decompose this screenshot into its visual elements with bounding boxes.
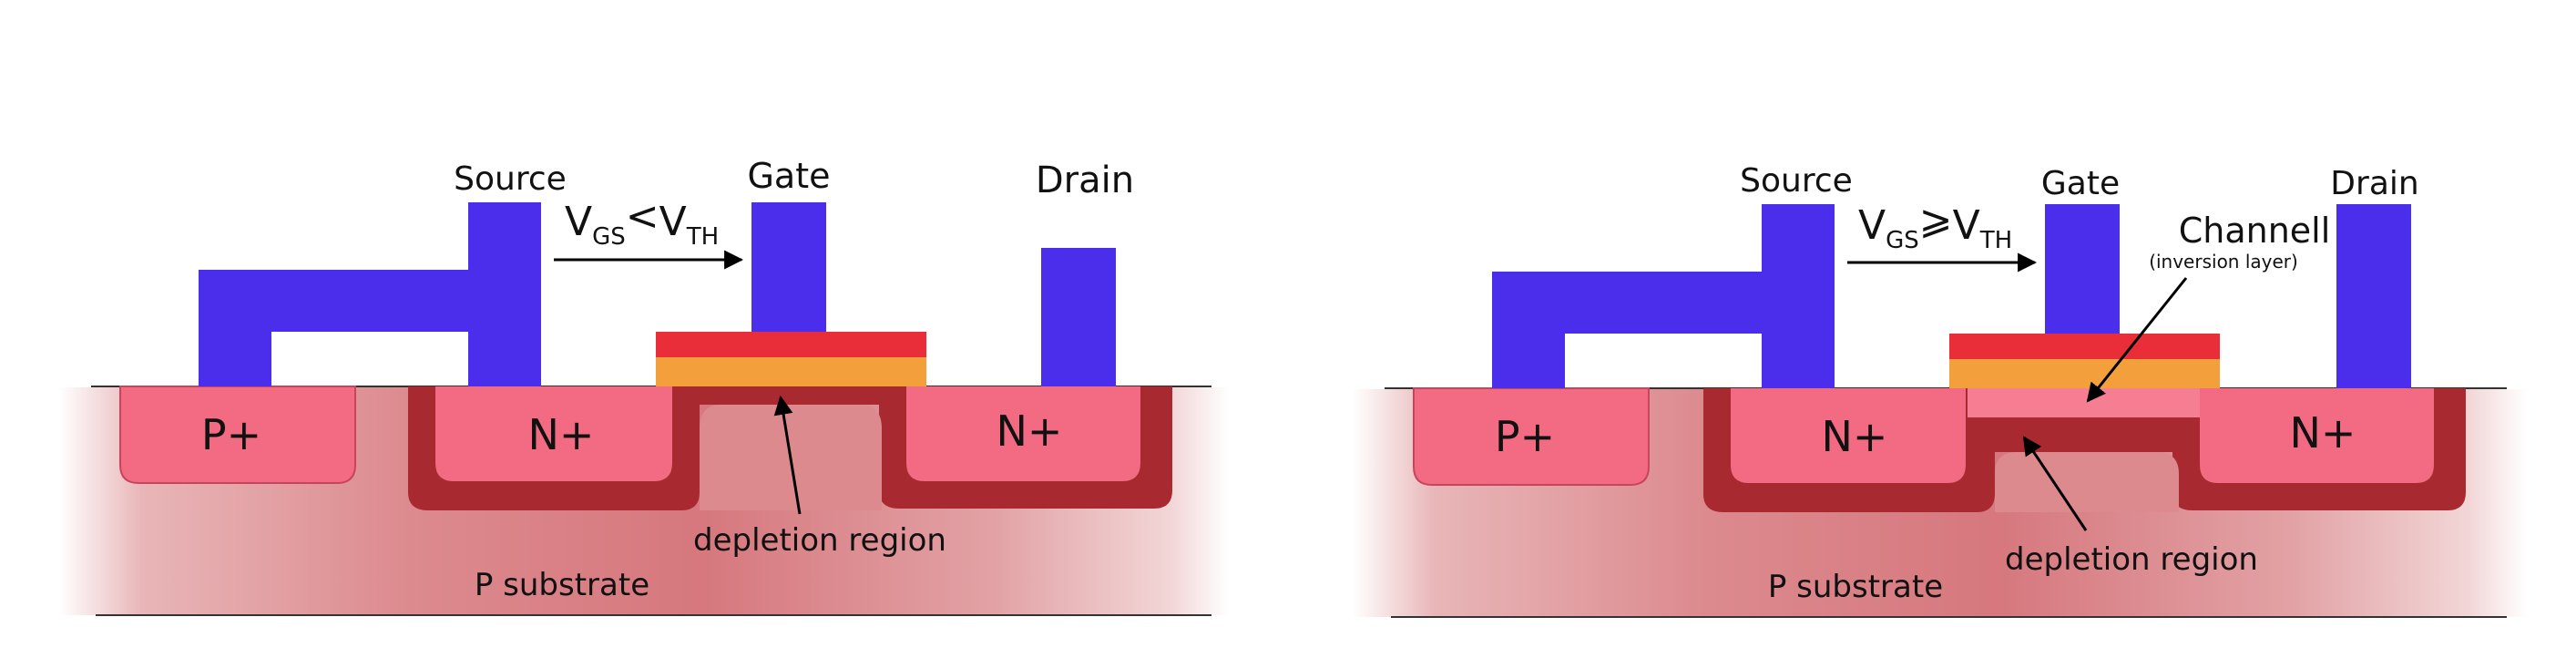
right-depletion-pointer bbox=[2022, 436, 2088, 531]
right-gate-poly bbox=[1949, 334, 2220, 359]
right-body-source-contact bbox=[1492, 204, 1835, 388]
left-condition: VGS<VTH bbox=[565, 193, 719, 251]
right-inversion-label: (inversion layer) bbox=[2149, 251, 2298, 273]
left-substrate-label: P substrate bbox=[475, 567, 649, 603]
right-channel-label: Channell bbox=[2179, 211, 2331, 251]
right-depletion-channel-notch bbox=[1995, 452, 2179, 512]
right-depletion-label: depletion region bbox=[2005, 541, 2258, 578]
right-drain-electrode bbox=[2336, 204, 2411, 388]
right-drain-label: Drain bbox=[2330, 165, 2418, 202]
right-p-plus bbox=[1413, 387, 1650, 486]
right-condition: VGS⩾VTH bbox=[1858, 197, 2012, 254]
right-channel-pointer bbox=[2086, 277, 2188, 403]
right-gate-oxide bbox=[1949, 359, 2220, 388]
right-n-plus-drain bbox=[2200, 388, 2434, 483]
left-p-plus-label: P+ bbox=[201, 410, 261, 459]
left-n-plus-source bbox=[435, 386, 672, 481]
right-n-plus-source bbox=[1731, 388, 1966, 483]
right-transistor: Source Gate Drain VGS⩾VTH Channell (inve… bbox=[1353, 162, 2528, 618]
left-gate-poly bbox=[656, 332, 926, 357]
left-gate-electrode bbox=[751, 202, 826, 332]
right-substrate-label: P substrate bbox=[1768, 569, 1943, 605]
left-depletion-channel bbox=[692, 386, 885, 405]
right-source-label: Source bbox=[1740, 162, 1853, 200]
left-n-plus-drain-label: N+ bbox=[997, 406, 1063, 456]
left-n-plus-drain bbox=[906, 386, 1140, 481]
left-transistor: Source Gate Drain VGS<VTH P+ N+ N+ deple… bbox=[59, 156, 1230, 616]
left-source-label: Source bbox=[454, 160, 567, 198]
left-depletion-label: depletion region bbox=[693, 522, 946, 559]
left-drain-electrode bbox=[1041, 248, 1116, 386]
right-p-plus-label: P+ bbox=[1495, 412, 1555, 461]
left-body-source-contact bbox=[199, 202, 541, 386]
right-inversion-channel bbox=[1968, 388, 2200, 417]
left-drain-label: Drain bbox=[1036, 159, 1134, 201]
left-gate-label: Gate bbox=[747, 156, 830, 196]
right-gate-electrode bbox=[2045, 204, 2120, 334]
right-n-plus-drain-label: N+ bbox=[2290, 408, 2356, 458]
left-gate-oxide bbox=[656, 357, 926, 386]
right-gate-label: Gate bbox=[2041, 165, 2120, 202]
left-n-plus-source-label: N+ bbox=[528, 410, 595, 459]
right-n-plus-source-label: N+ bbox=[1822, 412, 1888, 461]
left-depletion-pointer bbox=[773, 395, 802, 515]
left-p-plus bbox=[119, 386, 356, 484]
